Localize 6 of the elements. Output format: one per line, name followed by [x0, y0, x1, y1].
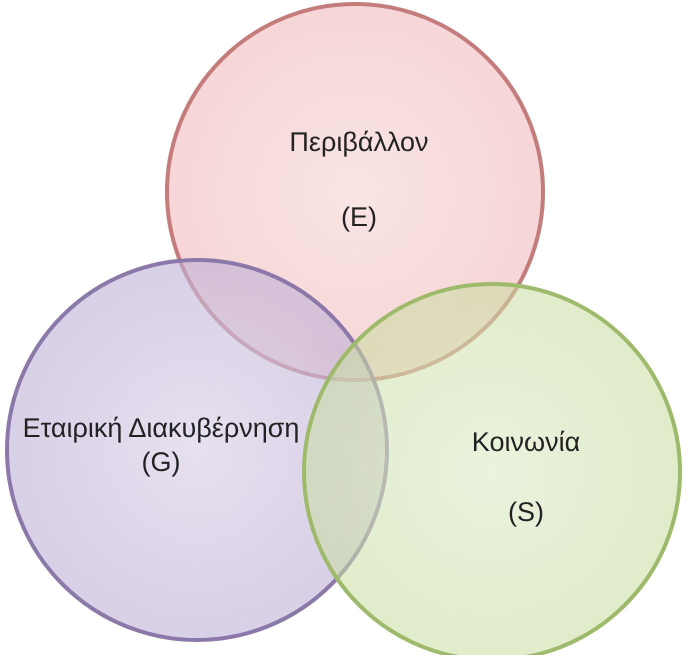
- circle-label: Εταιρική Διακυβέρνηση: [22, 412, 300, 445]
- circle-label: (G): [142, 446, 180, 479]
- circle-label: (E): [341, 201, 377, 234]
- circle-label: (S): [508, 496, 544, 529]
- circle-label: Περιβάλλον: [289, 126, 429, 159]
- circle-label: Κοινωνία: [472, 426, 580, 459]
